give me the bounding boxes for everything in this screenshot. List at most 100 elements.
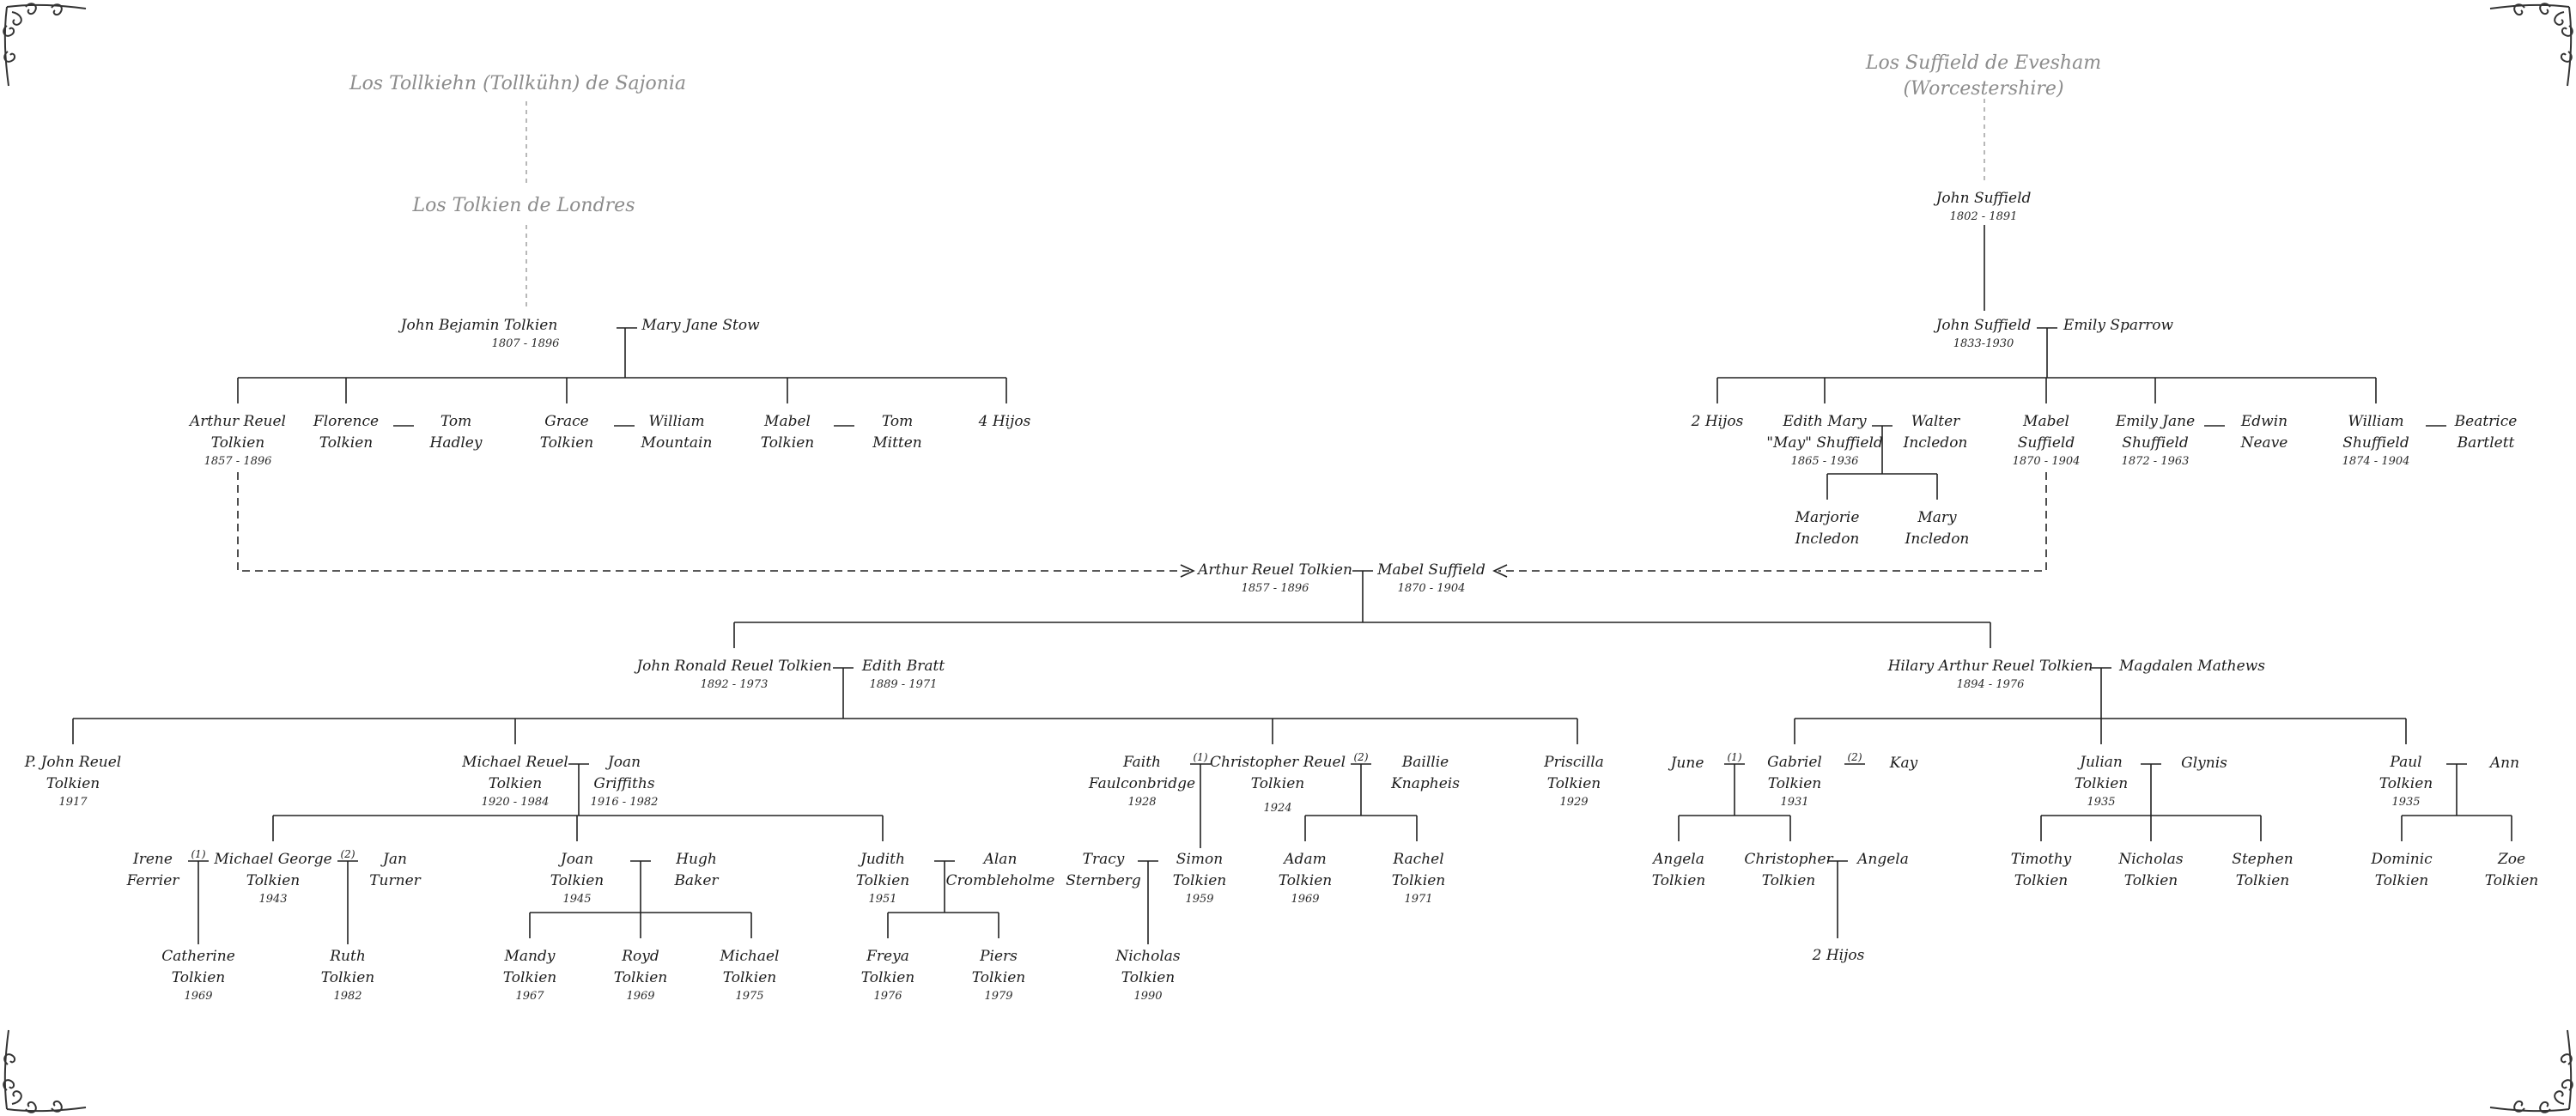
svg-text:Tolkien: Tolkien (2379, 775, 2433, 792)
svg-text:Arthur Reuel: Arthur Reuel (188, 413, 286, 430)
svg-text:Freya: Freya (866, 948, 909, 965)
svg-text:Tolkien: Tolkien (550, 872, 604, 889)
svg-text:Ruth: Ruth (329, 948, 366, 965)
svg-text:Tolkien: Tolkien (1768, 775, 1821, 792)
svg-text:William: William (2348, 413, 2403, 430)
svg-text:Arthur Reuel Tolkien: Arthur Reuel Tolkien (1196, 561, 1352, 579)
svg-text:Tolkien: Tolkien (1392, 872, 1445, 889)
svg-text:Hilary Arthur Reuel Tolkien: Hilary Arthur Reuel Tolkien (1887, 658, 2093, 675)
svg-text:Tolkien: Tolkien (1279, 872, 1332, 889)
svg-text:Tolkien: Tolkien (972, 969, 1025, 986)
person-angela: Angela (1856, 851, 1909, 868)
svg-text:Tolkien: Tolkien (2375, 872, 2428, 889)
person-ann: Ann (2488, 755, 2519, 772)
svg-text:1870 - 1904: 1870 - 1904 (2013, 455, 2081, 468)
svg-text:Faith: Faith (1122, 754, 1161, 771)
corner-scroll-ornament-icon (3, 3, 87, 87)
svg-text:1802 - 1891: 1802 - 1891 (1950, 210, 2018, 223)
svg-text:Beatrice: Beatrice (2454, 413, 2518, 430)
svg-text:1870 - 1904: 1870 - 1904 (1398, 582, 1466, 595)
svg-text:Paul: Paul (2389, 754, 2421, 771)
svg-text:1969: 1969 (184, 990, 212, 1003)
svg-text:Hadley: Hadley (429, 434, 483, 452)
marriage-marker: (1) (1728, 751, 1742, 763)
svg-text:Mary: Mary (1917, 509, 1957, 526)
svg-text:John Suffield: John Suffield (1934, 190, 2032, 207)
svg-text:1982: 1982 (333, 990, 361, 1003)
marriage-marker: (2) (341, 848, 355, 860)
svg-text:1969: 1969 (626, 990, 654, 1003)
svg-text:Incledon: Incledon (1903, 434, 1968, 452)
svg-text:Simon: Simon (1176, 851, 1223, 868)
svg-text:1920 - 1984: 1920 - 1984 (482, 796, 550, 809)
svg-text:1892 - 1973: 1892 - 1973 (701, 678, 769, 691)
svg-text:Suffield: Suffield (2018, 434, 2075, 452)
svg-text:Incledon: Incledon (1905, 531, 1970, 548)
svg-text:Baillie: Baillie (1401, 754, 1449, 771)
svg-text:Mabel Suffield: Mabel Suffield (1376, 561, 1485, 579)
svg-text:Edith Mary: Edith Mary (1782, 413, 1867, 430)
svg-text:1916 - 1982: 1916 - 1982 (591, 796, 659, 809)
svg-text:Shuffield: Shuffield (2342, 434, 2409, 452)
person-mary-jane-stow: Mary Jane Stow (641, 317, 760, 334)
svg-text:Tolkien: Tolkien (489, 775, 542, 792)
svg-text:Tom: Tom (440, 413, 471, 430)
svg-text:1943: 1943 (258, 893, 287, 906)
svg-text:Griffiths: Griffiths (593, 775, 654, 792)
svg-text:Walter: Walter (1911, 413, 1960, 430)
marriage-marker: (1) (191, 848, 206, 860)
svg-text:Gabriel: Gabriel (1767, 754, 1822, 771)
svg-text:Knapheis: Knapheis (1390, 775, 1460, 792)
svg-text:Tolkien: Tolkien (319, 434, 373, 452)
svg-text:1967: 1967 (515, 990, 544, 1003)
svg-text:Marjorie: Marjorie (1795, 509, 1860, 526)
svg-text:Tolkien: Tolkien (1652, 872, 1705, 889)
svg-text:1931: 1931 (1780, 796, 1808, 809)
svg-text:John Suffield: John Suffield (1934, 317, 2032, 334)
ancestry-tolkien-saxony: Los Tollkiehn (Tollkühn) de Sajonia (349, 73, 686, 94)
svg-text:1975: 1975 (735, 990, 763, 1003)
svg-text:Sternberg: Sternberg (1066, 872, 1141, 889)
svg-text:1959: 1959 (1185, 893, 1213, 906)
ancestry-tolkien-london: Los Tolkien de Londres (412, 195, 635, 216)
person-magdalen-mathews: Magdalen Mathews (2118, 658, 2265, 675)
svg-text:Catherine: Catherine (161, 948, 235, 965)
svg-text:Tolkien: Tolkien (540, 434, 593, 452)
svg-text:Tolkien: Tolkien (2075, 775, 2128, 792)
svg-text:Irene: Irene (132, 851, 173, 868)
svg-text:Christopher: Christopher (1744, 851, 1833, 868)
svg-text:Tolkien: Tolkien (761, 434, 814, 452)
svg-text:Tolkien: Tolkien (614, 969, 667, 986)
person-2-hijos-christopher: 2 Hijos (1812, 947, 1865, 964)
svg-text:1969: 1969 (1291, 893, 1319, 906)
svg-text:1917: 1917 (58, 796, 88, 809)
svg-text:Timothy: Timothy (2011, 851, 2072, 868)
svg-text:Stephen: Stephen (2232, 851, 2293, 868)
